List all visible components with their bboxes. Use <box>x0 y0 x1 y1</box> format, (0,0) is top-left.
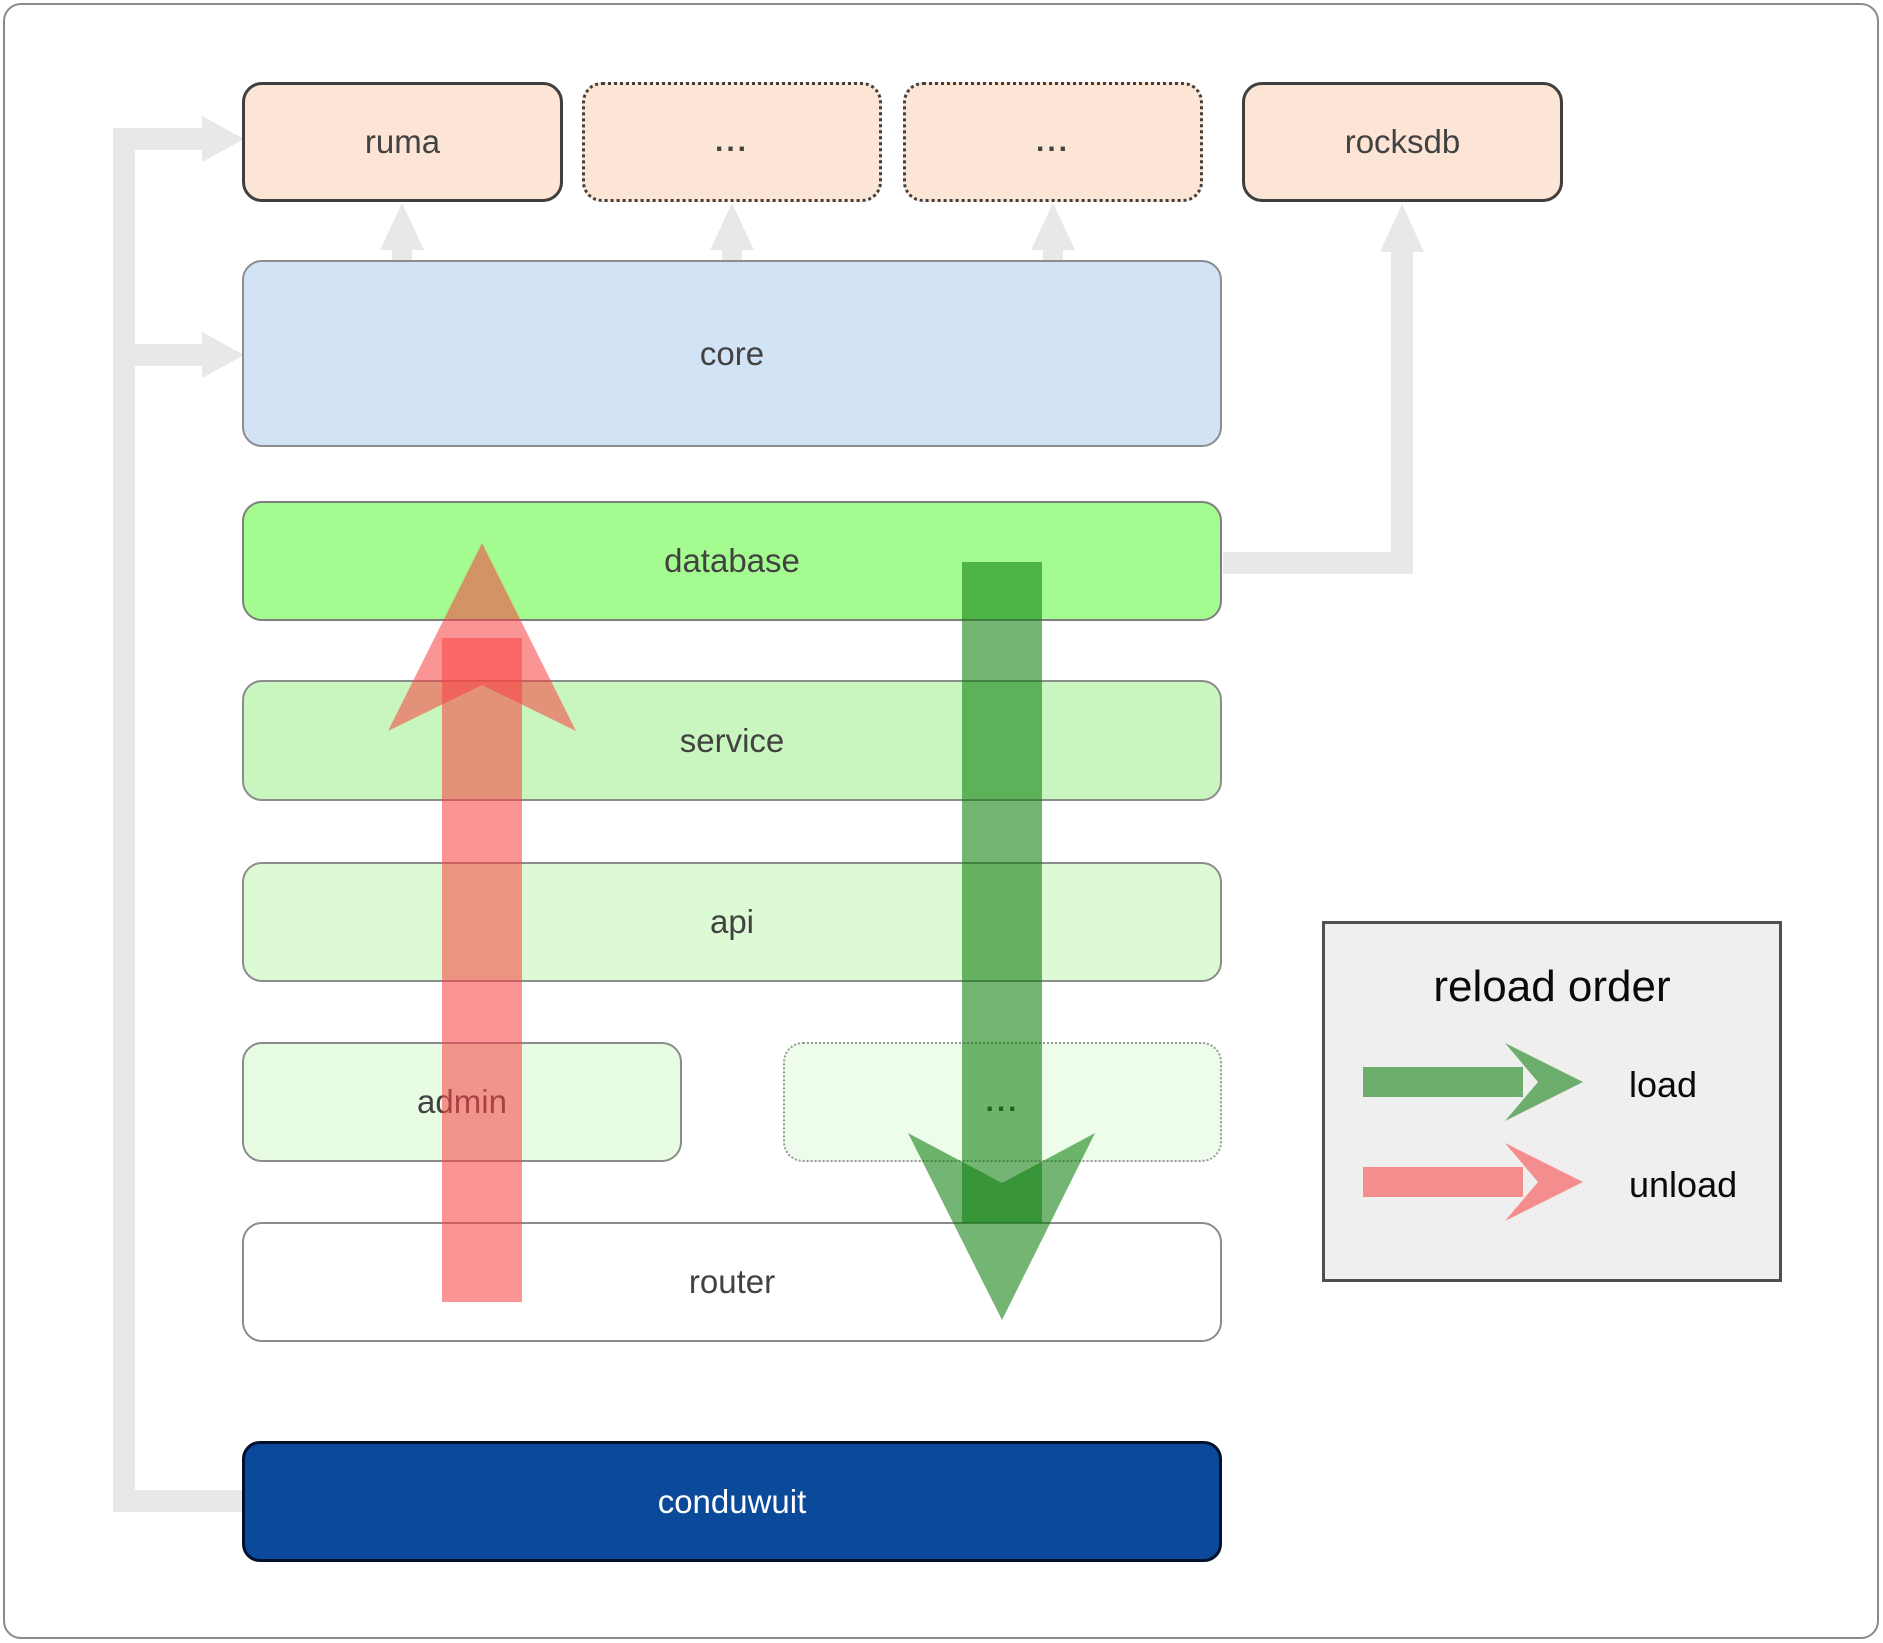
legend-load-label: load <box>1629 1064 1698 1105</box>
node-ruma: ruma <box>242 82 563 202</box>
connector-branch-ruma <box>130 128 202 150</box>
node-admin-label: admin <box>417 1083 507 1120</box>
connector-branch-core <box>113 344 202 366</box>
node-core: core <box>242 260 1222 447</box>
connector-core-to-dots2-head <box>1031 203 1075 250</box>
connector-arrowhead-core <box>202 332 244 378</box>
node-database: database <box>242 501 1222 621</box>
node-ellipsis-top-1: ... <box>582 82 882 202</box>
node-api-label: api <box>709 903 755 940</box>
connector-core-to-dots2 <box>1043 248 1063 262</box>
node-conduwuit-label: conduwuit <box>657 1482 807 1520</box>
connector-database-rocksdb-v <box>1391 250 1413 574</box>
node-ellipsis-bottom-label: ... <box>985 1085 1020 1118</box>
connector-conduwuit-elbow <box>113 1490 243 1512</box>
connector-arrowhead-ruma <box>202 116 244 162</box>
legend-title: reload order <box>1433 962 1671 1011</box>
node-database-label: database <box>664 542 800 579</box>
node-ellipsis-top-2-label: ... <box>1035 125 1070 158</box>
node-service: service <box>242 680 1222 801</box>
node-ellipsis-top-2: ... <box>903 82 1203 202</box>
node-core-label: core <box>699 334 765 372</box>
node-admin: admin <box>242 1042 682 1162</box>
node-router-label: router <box>688 1263 776 1300</box>
node-ruma-label: ruma <box>364 123 441 160</box>
node-service-label: service <box>679 721 785 759</box>
connector-core-to-dots1-head <box>710 203 754 250</box>
connector-database-rocksdb-h <box>1223 552 1413 574</box>
legend-box: reload order load unload <box>1322 921 1782 1282</box>
connector-left-trunk <box>113 128 135 1512</box>
connector-arrowhead-rocksdb <box>1380 204 1424 252</box>
node-conduwuit: conduwuit <box>242 1441 1222 1562</box>
connector-core-to-dots1 <box>722 248 742 262</box>
node-api: api <box>242 862 1222 982</box>
node-ellipsis-bottom: ... <box>783 1042 1222 1162</box>
node-router: router <box>242 1222 1222 1342</box>
connector-core-to-ruma-head <box>380 203 424 250</box>
node-rocksdb-label: rocksdb <box>1344 123 1461 160</box>
node-rocksdb: rocksdb <box>1242 82 1563 202</box>
node-ellipsis-top-1-label: ... <box>714 125 749 158</box>
legend-unload-label: unload <box>1629 1164 1738 1205</box>
connector-core-to-ruma <box>392 248 412 262</box>
